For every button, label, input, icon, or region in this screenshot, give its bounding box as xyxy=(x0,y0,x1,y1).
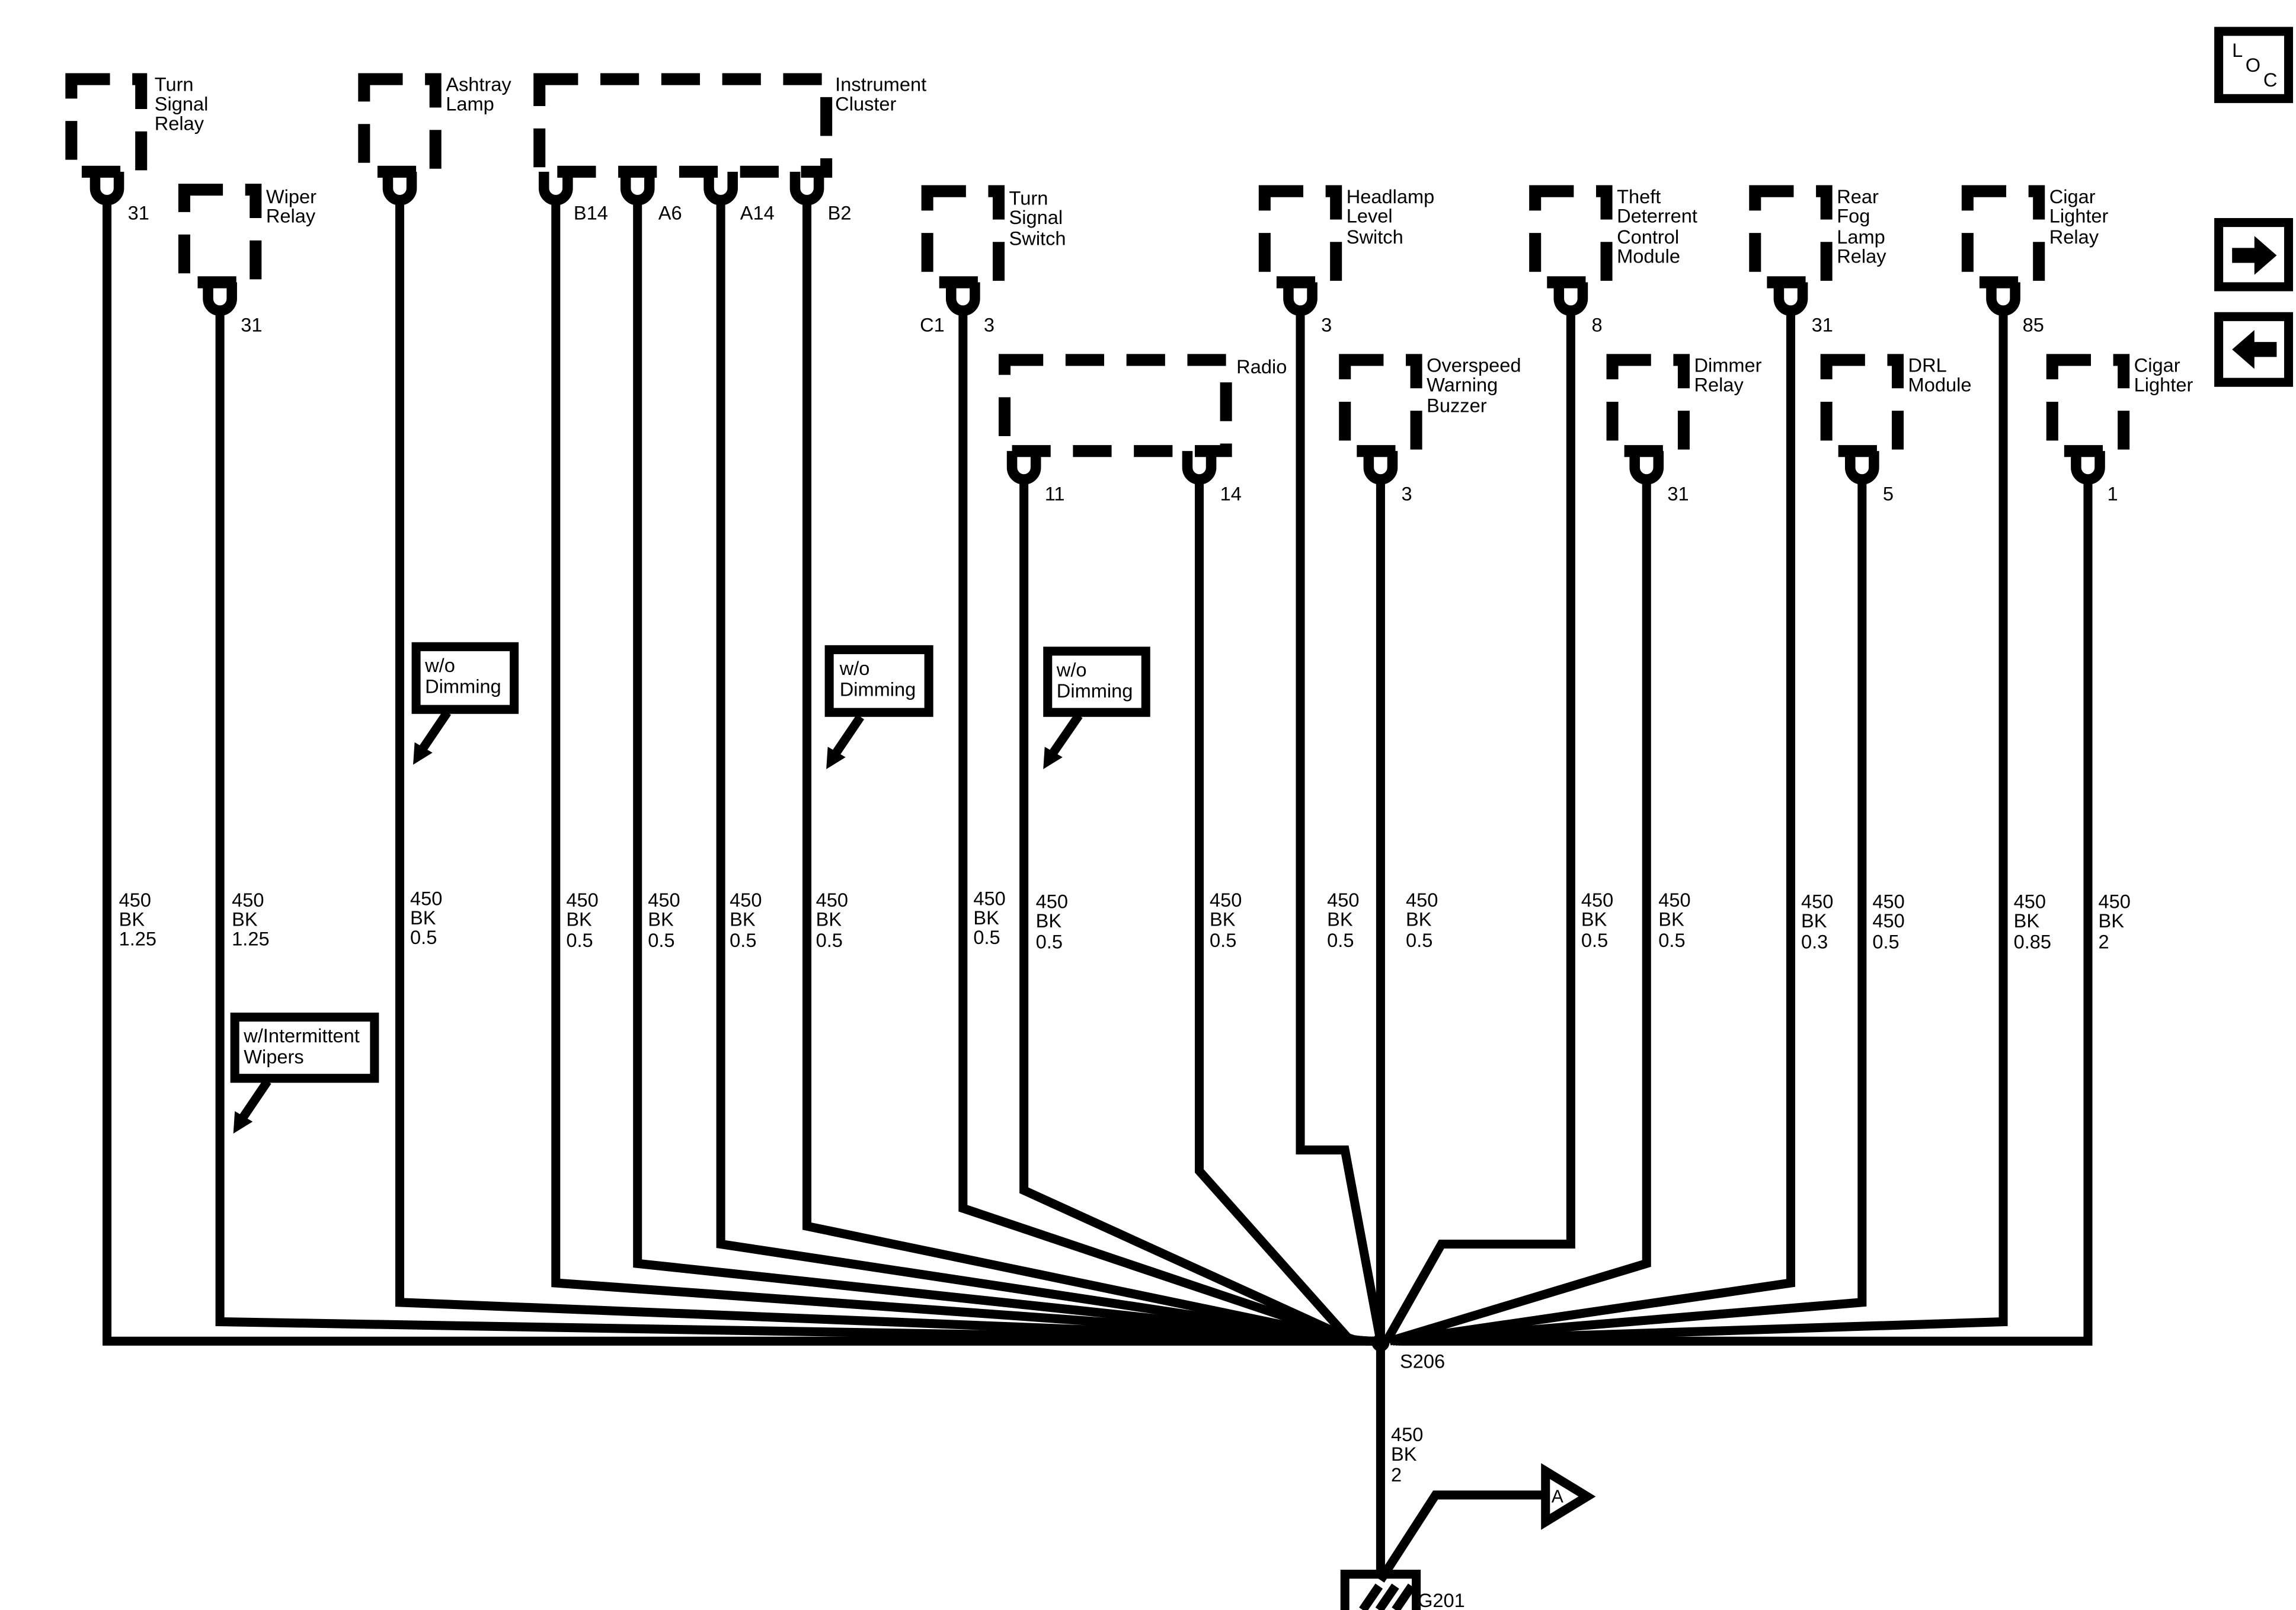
dimmer-relay-label: Dimmer Relay xyxy=(1694,354,1767,396)
offpage-connector-a-label: A xyxy=(1552,1487,1564,1506)
wires xyxy=(103,200,2093,1583)
turn-signal-switch-label: Turn Signal Switch xyxy=(1009,187,1069,249)
pin-theft-deterrent-control-module: 8 xyxy=(1591,313,1602,335)
pin-turn-signal-switch: 3 xyxy=(984,313,994,335)
note-radio-w-o-dimming: w/o Dimming xyxy=(1056,659,1133,702)
splice-s206-dot xyxy=(1371,1333,1390,1352)
note-cluster-w-o-dimming: w/o Dimming xyxy=(839,657,916,700)
dimmer-relay-box xyxy=(1606,354,1690,457)
theft-deterrent-control-module-box xyxy=(1529,185,1613,289)
pin-cluster-b14: B14 xyxy=(574,201,608,223)
ground-g201-label: G201 xyxy=(1418,1589,1465,1610)
forward-button[interactable] xyxy=(2214,217,2293,292)
pin-cigar-lighter: 1 xyxy=(2108,482,2118,504)
note-w-intermittent-wipers: w/Intermittent Wipers xyxy=(243,1025,365,1067)
turn-signal-switch-box xyxy=(921,185,1005,289)
instrument-cluster-box xyxy=(533,73,833,178)
pin-cluster-a14: A14 xyxy=(740,201,775,223)
option-note-arrows xyxy=(233,709,1083,1134)
ashtray-lamp-label: Ashtray Lamp xyxy=(446,73,517,115)
pin-overspeed-warning-buzzer: 3 xyxy=(1402,482,1412,504)
cigar-lighter-relay-label: Cigar Lighter Relay xyxy=(2049,185,2114,248)
cigar-lighter-relay-box xyxy=(1961,185,2045,289)
pin-cluster-a6: A6 xyxy=(658,201,682,223)
radio-label: Radio xyxy=(1236,356,1287,377)
option-note-frames xyxy=(230,642,1150,1083)
loc-letter-c: C xyxy=(2263,69,2278,91)
pin-cluster-b2: B2 xyxy=(828,201,852,223)
cigar-lighter-box xyxy=(2046,354,2130,457)
pin-drl-module: 5 xyxy=(1883,482,1894,504)
loc-button[interactable]: L O C xyxy=(2214,27,2293,103)
pin-radio-14: 14 xyxy=(1220,482,1242,504)
drl-module-box xyxy=(1820,354,1904,457)
loc-letter-o: O xyxy=(2246,54,2260,76)
connector-turn-signal-switch: C1 xyxy=(920,313,945,335)
turn-signal-relay-label: Turn Signal Relay xyxy=(155,73,214,135)
pin-cigar-lighter-relay: 85 xyxy=(2023,313,2044,335)
overspeed-warning-buzzer-box xyxy=(1339,354,1422,457)
pin-rear-fog-lamp-relay: 31 xyxy=(1812,313,1833,335)
ashtray-lamp-box xyxy=(358,73,442,178)
instrument-cluster-label: Instrument Cluster xyxy=(835,73,932,115)
wiper-relay-label: Wiper Relay xyxy=(266,185,322,227)
offpage-connector-a-icon[interactable] xyxy=(1541,1463,1596,1530)
theft-deterrent-control-module-label: Theft Deterrent Control Module xyxy=(1617,185,1703,267)
note-ashtray-w-o-dimming: w/o Dimming xyxy=(424,654,501,697)
pin-radio-11: 11 xyxy=(1045,482,1065,504)
pin-turn-signal-relay: 31 xyxy=(128,201,149,223)
terminals xyxy=(89,171,2105,485)
ground-g201-icon xyxy=(1340,1569,1421,1610)
pin-labels: 31 31 B14 A6 A14 B2 C1 3 11 14 3 3 8 31 … xyxy=(128,201,2118,504)
arrow-right-icon xyxy=(2232,236,2277,275)
rear-fog-lamp-relay-label: Rear Fog Lamp Relay xyxy=(1837,185,1891,267)
cigar-lighter-label: Cigar Lighter xyxy=(2134,354,2193,396)
rear-fog-lamp-relay-box xyxy=(1749,185,1833,289)
back-button[interactable] xyxy=(2214,312,2293,387)
pin-dimmer-relay: 31 xyxy=(1667,482,1689,504)
drl-module-label: DRL Module xyxy=(1908,354,1972,396)
pin-headlamp-level-switch: 3 xyxy=(1321,313,1332,335)
radio-box xyxy=(999,354,1232,457)
loc-letter-l: L xyxy=(2232,39,2243,61)
headlamp-level-switch-box xyxy=(1258,185,1342,289)
overspeed-warning-buzzer-label: Overspeed Warning Buzzer xyxy=(1427,354,1526,417)
pin-wiper-relay: 31 xyxy=(241,313,262,335)
turn-signal-relay-box xyxy=(65,73,148,178)
headlamp-level-switch-label: Headlamp Level Switch xyxy=(1347,185,1440,248)
wiper-relay-box xyxy=(178,184,262,289)
splice-s206-label: S206 xyxy=(1400,1350,1445,1372)
